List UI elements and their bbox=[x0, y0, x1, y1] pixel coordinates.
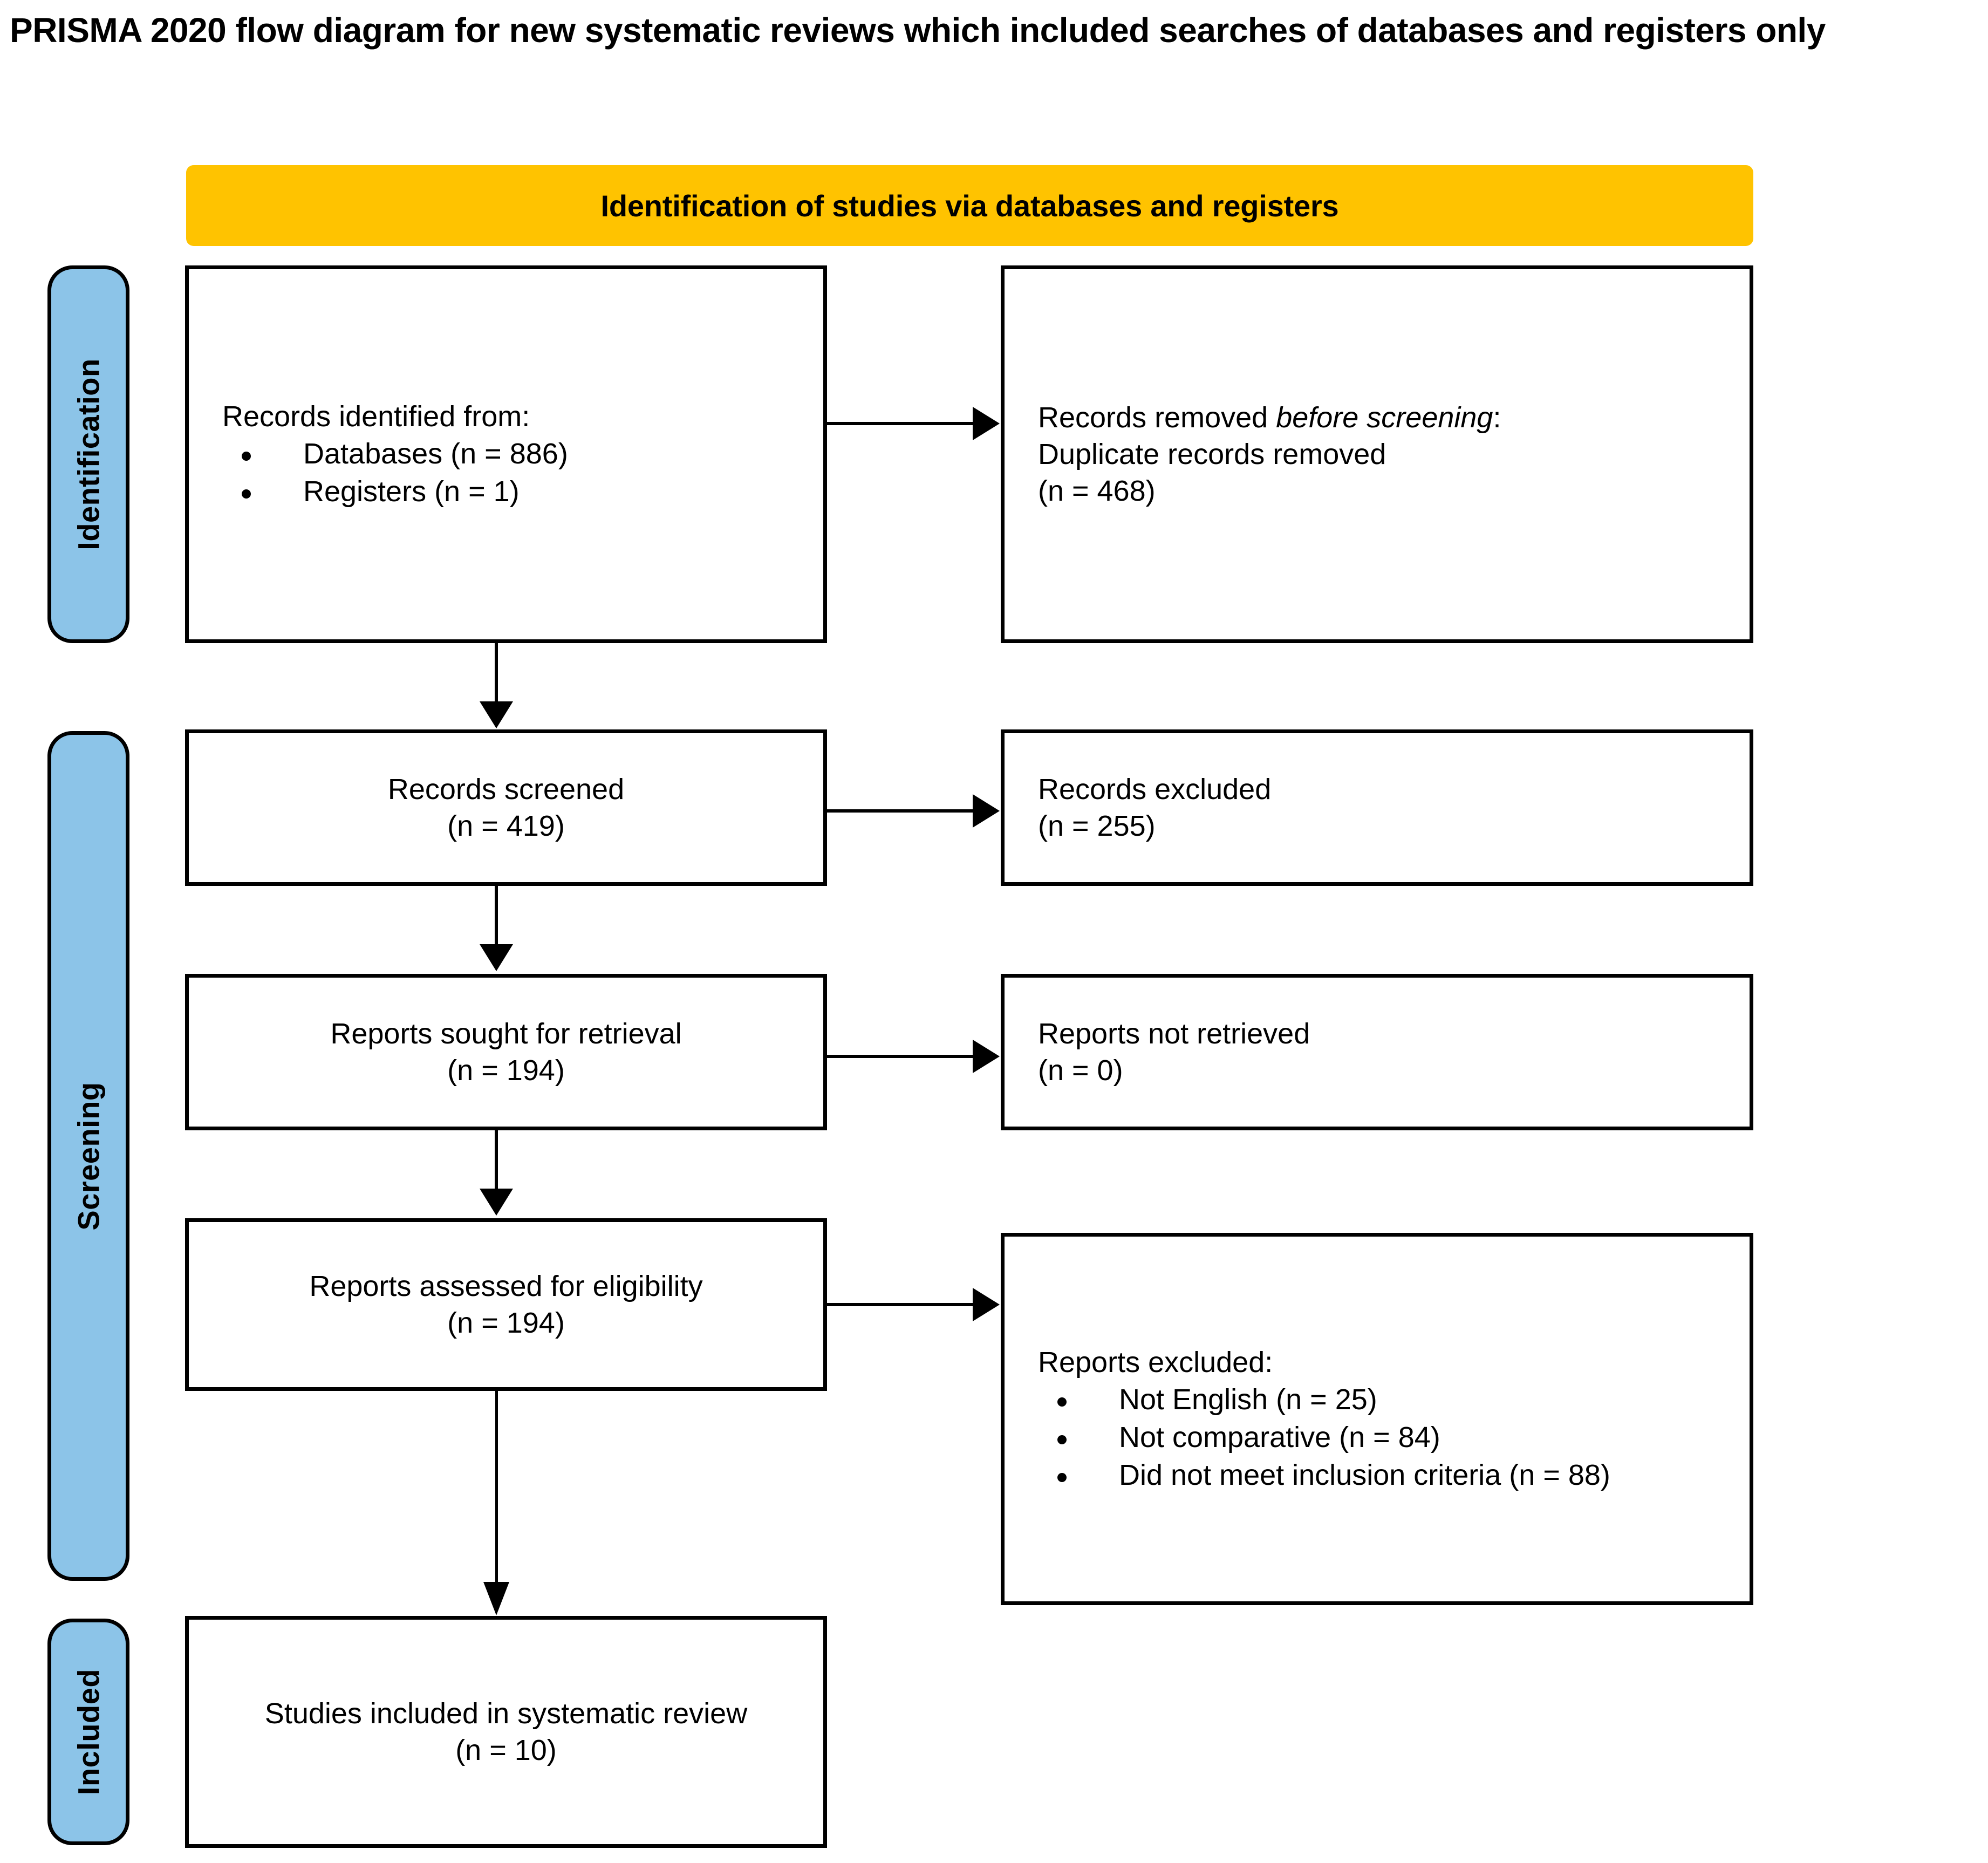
arrowhead-identified-to-screened bbox=[480, 701, 513, 728]
records-removed-line1-post: : bbox=[1493, 401, 1501, 434]
box-reports-assessed: Reports assessed for eligibility (n = 19… bbox=[185, 1218, 827, 1391]
box-records-screened: Records screened (n = 419) bbox=[185, 729, 827, 886]
records-excluded-line2: (n = 255) bbox=[1038, 810, 1156, 842]
connector-assessed-to-reports-excluded bbox=[827, 1303, 974, 1306]
connector-screened-to-excluded bbox=[827, 809, 974, 813]
reports-assessed-line1: Reports assessed for eligibility bbox=[309, 1270, 703, 1302]
reports-sought-line1: Reports sought for retrieval bbox=[330, 1017, 682, 1050]
stage-label-screening: Screening bbox=[71, 1081, 106, 1231]
reports-not-retrieved-line2: (n = 0) bbox=[1038, 1054, 1123, 1087]
connector-sought-to-assessed bbox=[495, 1130, 498, 1190]
reports-assessed-line2: (n = 194) bbox=[447, 1307, 565, 1339]
list-item: Databases (n = 886) bbox=[222, 435, 823, 473]
stage-pill-screening: Screening bbox=[47, 731, 129, 1581]
arrowhead-assessed-to-included bbox=[483, 1582, 509, 1615]
reports-not-retrieved-line1: Reports not retrieved bbox=[1038, 1017, 1310, 1050]
reports-excluded-list: Not English (n = 25) Not comparative (n … bbox=[1038, 1381, 1750, 1495]
records-identified-list: Databases (n = 886) Registers (n = 1) bbox=[222, 435, 823, 510]
arrowhead-assessed-to-reports-excluded bbox=[973, 1288, 1000, 1321]
identification-band-label: Identification of studies via databases … bbox=[600, 188, 1339, 223]
arrowhead-screened-to-sought bbox=[480, 944, 513, 971]
arrowhead-sought-to-assessed bbox=[480, 1189, 513, 1216]
arrowhead-screened-to-excluded bbox=[973, 794, 1000, 828]
list-item: Did not meet inclusion criteria (n = 88) bbox=[1038, 1456, 1750, 1494]
records-removed-line1-pre: Records removed bbox=[1038, 401, 1276, 434]
box-records-identified: Records identified from: Databases (n = … bbox=[185, 265, 827, 643]
connector-identified-to-removed bbox=[827, 422, 974, 425]
connector-screened-to-sought bbox=[495, 886, 498, 945]
arrowhead-identified-to-removed bbox=[973, 407, 1000, 440]
box-reports-excluded: Reports excluded: Not English (n = 25) N… bbox=[1001, 1233, 1753, 1605]
studies-included-line1: Studies included in systematic review bbox=[264, 1697, 748, 1730]
box-records-removed: Records removed before screening: Duplic… bbox=[1001, 265, 1753, 643]
records-identified-heading: Records identified from: bbox=[222, 400, 530, 433]
records-screened-line1: Records screened bbox=[387, 773, 625, 806]
box-studies-included: Studies included in systematic review (n… bbox=[185, 1616, 827, 1848]
list-item: Registers (n = 1) bbox=[222, 473, 823, 510]
reports-sought-line2: (n = 194) bbox=[447, 1054, 565, 1087]
connector-assessed-to-included bbox=[495, 1391, 498, 1585]
stage-label-identification: Identification bbox=[71, 358, 106, 550]
list-item: Not English (n = 25) bbox=[1038, 1381, 1750, 1418]
arrowhead-sought-to-not-retrieved bbox=[973, 1040, 1000, 1073]
connector-identified-to-screened bbox=[495, 643, 498, 702]
records-excluded-line1: Records excluded bbox=[1038, 773, 1272, 806]
list-item: Not comparative (n = 84) bbox=[1038, 1418, 1750, 1456]
connector-sought-to-not-retrieved bbox=[827, 1055, 974, 1058]
records-screened-line2: (n = 419) bbox=[447, 810, 565, 842]
stage-pill-identification: Identification bbox=[47, 265, 129, 643]
page-title: PRISMA 2020 flow diagram for new systema… bbox=[10, 11, 1826, 50]
studies-included-line2: (n = 10) bbox=[455, 1734, 557, 1766]
box-reports-sought: Reports sought for retrieval (n = 194) bbox=[185, 974, 827, 1130]
identification-band: Identification of studies via databases … bbox=[186, 165, 1753, 246]
reports-excluded-heading: Reports excluded: bbox=[1038, 1346, 1273, 1379]
stage-pill-included: Included bbox=[47, 1619, 129, 1845]
records-removed-line1: Records removed before screening: bbox=[1038, 399, 1750, 436]
stage-label-included: Included bbox=[71, 1668, 106, 1796]
box-records-excluded: Records excluded (n = 255) bbox=[1001, 729, 1753, 886]
box-reports-not-retrieved: Reports not retrieved (n = 0) bbox=[1001, 974, 1753, 1130]
records-removed-line1-italic: before screening bbox=[1276, 401, 1493, 434]
records-removed-line2: Duplicate records removed bbox=[1038, 438, 1386, 470]
records-removed-line3: (n = 468) bbox=[1038, 475, 1156, 508]
